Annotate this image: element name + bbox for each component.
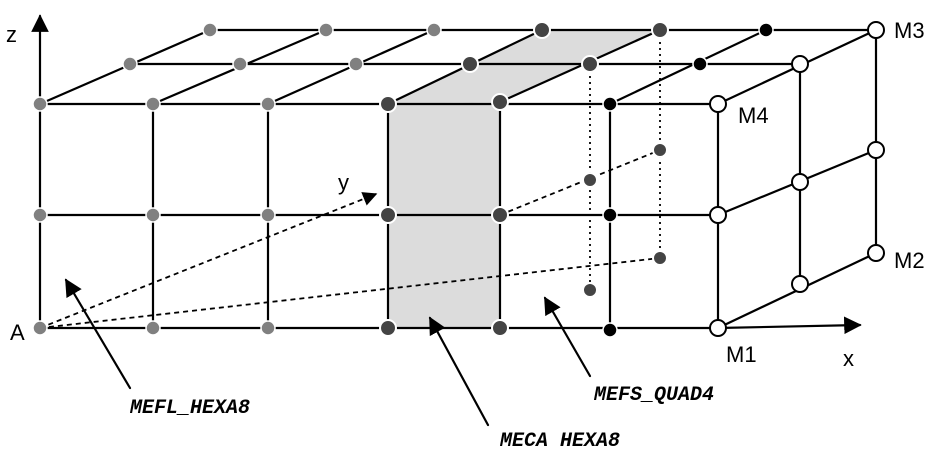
fluid-node xyxy=(145,320,161,336)
origin-label: A xyxy=(10,320,25,345)
solid-node xyxy=(758,22,774,38)
solid-nodes xyxy=(602,22,774,338)
solid-node xyxy=(602,96,618,112)
fluid-node xyxy=(232,56,248,72)
fluid-node xyxy=(318,22,334,38)
m3-label: M3 xyxy=(894,18,925,43)
solid-node xyxy=(602,207,618,223)
fluid-node xyxy=(260,96,276,112)
interface-node xyxy=(582,282,598,298)
solid-node xyxy=(692,56,708,72)
z-axis-label: z xyxy=(6,22,17,47)
fluid-node xyxy=(260,207,276,223)
interface-node xyxy=(652,142,668,158)
fluid-callout-arrow xyxy=(64,278,132,390)
interface-callout-arrow xyxy=(543,296,592,378)
m1-label: M1 xyxy=(726,342,757,367)
fluid-nodes xyxy=(32,22,442,336)
interface-node xyxy=(491,93,509,111)
structure-top-face xyxy=(388,30,660,104)
interface-node xyxy=(652,250,668,266)
x-axis xyxy=(716,316,862,335)
fluid-node xyxy=(145,96,161,112)
structure-element-label: MECA HEXA8 xyxy=(499,430,620,450)
interface-node xyxy=(379,95,397,113)
interface-node xyxy=(491,206,509,224)
fluid-node xyxy=(145,207,161,223)
boundary-node xyxy=(791,55,809,73)
boundary-node xyxy=(791,275,809,293)
interface-nodes xyxy=(379,21,669,337)
boundary-node xyxy=(867,21,885,39)
fluid-node xyxy=(426,22,442,38)
m4-label: M4 xyxy=(738,103,769,128)
fluid-element-label: MEFL_HEXA8 xyxy=(129,397,250,420)
fluid-node xyxy=(122,56,138,72)
interface-node xyxy=(491,319,509,337)
callout-arrows xyxy=(64,278,592,427)
m2-label: M2 xyxy=(894,248,925,273)
boundary-nodes xyxy=(709,21,885,337)
fluid-node xyxy=(32,96,48,112)
boundary-node xyxy=(709,95,727,113)
x-axis-label: x xyxy=(843,346,854,371)
interface-element-label: MEFS_QUAD4 xyxy=(593,384,714,407)
y-axis-label: y xyxy=(338,170,349,195)
interface-node xyxy=(582,172,598,188)
hidden-edges xyxy=(39,30,661,329)
axes xyxy=(31,14,862,335)
interface-node xyxy=(651,21,669,39)
boundary-node xyxy=(867,244,885,262)
structure-callout-arrow xyxy=(428,316,490,427)
fluid-node xyxy=(202,22,218,38)
boundary-node xyxy=(709,319,727,337)
fluid-node xyxy=(348,56,364,72)
boundary-node xyxy=(867,141,885,159)
boundary-node xyxy=(791,173,809,191)
interface-node xyxy=(581,55,599,73)
interface-node xyxy=(461,55,479,73)
interface-node xyxy=(379,319,397,337)
boundary-node xyxy=(709,206,727,224)
fluid-node xyxy=(32,320,48,336)
solid-node xyxy=(602,322,618,338)
y-axis xyxy=(39,192,378,329)
fluid-node xyxy=(260,320,276,336)
interface-node xyxy=(533,21,551,39)
interface-node xyxy=(379,206,397,224)
fluid-node xyxy=(32,207,48,223)
